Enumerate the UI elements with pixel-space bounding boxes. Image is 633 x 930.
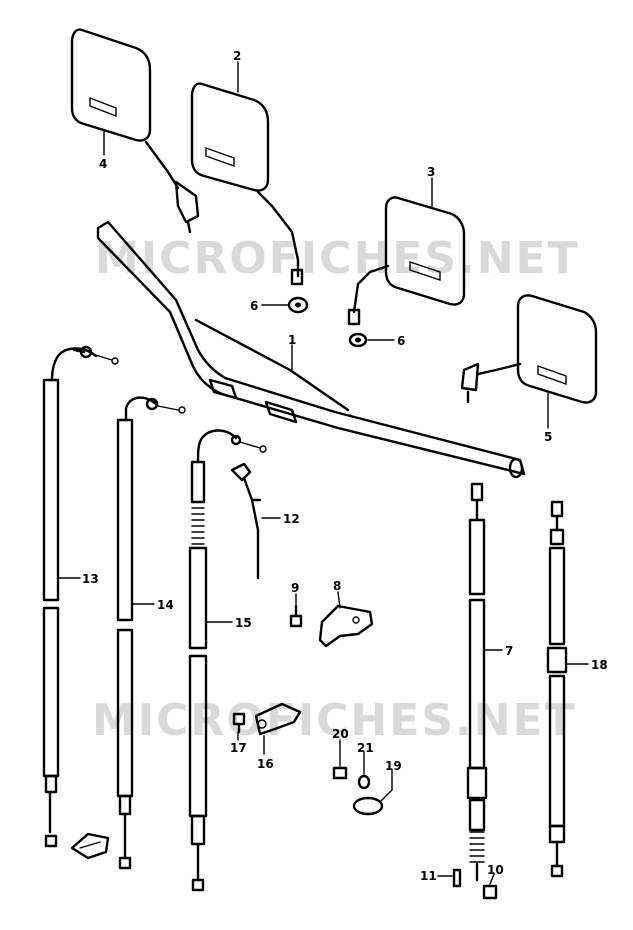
washer-upper [287, 296, 309, 314]
callout-3: 3 [427, 165, 435, 179]
callout-14: 14 [157, 598, 174, 612]
clamp-16 [254, 702, 302, 736]
callout-6-lower: 6 [397, 334, 405, 348]
spring-clip-19 [352, 789, 393, 816]
callout-20: 20 [332, 727, 349, 741]
nut-10 [482, 884, 498, 900]
callout-4: 4 [99, 157, 107, 171]
bracket-8 [318, 604, 374, 648]
mirror-right-inner [347, 196, 466, 326]
leader-lines [57, 61, 589, 885]
washer-lower [348, 332, 368, 348]
cable-7 [466, 482, 488, 882]
callout-16: 16 [257, 757, 274, 771]
callout-11: 11 [420, 869, 437, 883]
callout-7: 7 [505, 644, 513, 658]
callout-8: 8 [333, 579, 341, 593]
cable-13 [42, 345, 119, 848]
mirror-right-outer [460, 294, 598, 404]
watermark-bottom: MICROFICHES.NET [92, 695, 577, 746]
cable-14 [116, 396, 186, 870]
cable-18 [546, 500, 568, 878]
mirror-left-outer [70, 28, 200, 234]
callout-19: 19 [385, 759, 402, 773]
bolt-9 [289, 604, 303, 628]
callout-13: 13 [82, 572, 99, 586]
callout-9: 9 [291, 581, 299, 595]
handlebar [96, 220, 526, 479]
screw-17 [232, 712, 246, 734]
cable-15 [188, 429, 267, 892]
callout-12: 12 [283, 512, 300, 526]
watermark-top: MICROFICHES.NET [95, 233, 580, 284]
callout-5: 5 [544, 430, 552, 444]
screw-11 [452, 868, 462, 888]
callout-6-upper: 6 [250, 299, 258, 313]
callout-10: 10 [487, 863, 504, 877]
callout-18: 18 [591, 658, 608, 672]
bolt-20 [332, 766, 348, 780]
washer-21 [357, 774, 371, 790]
cable-adjuster-12 [230, 462, 262, 580]
callout-1: 1 [288, 333, 296, 347]
callout-17: 17 [230, 741, 247, 755]
callout-21: 21 [357, 741, 374, 755]
mirror-left-inner [190, 82, 304, 286]
callout-2: 2 [233, 49, 241, 63]
callout-15: 15 [235, 616, 252, 630]
forward-arrow-icon [70, 832, 110, 860]
